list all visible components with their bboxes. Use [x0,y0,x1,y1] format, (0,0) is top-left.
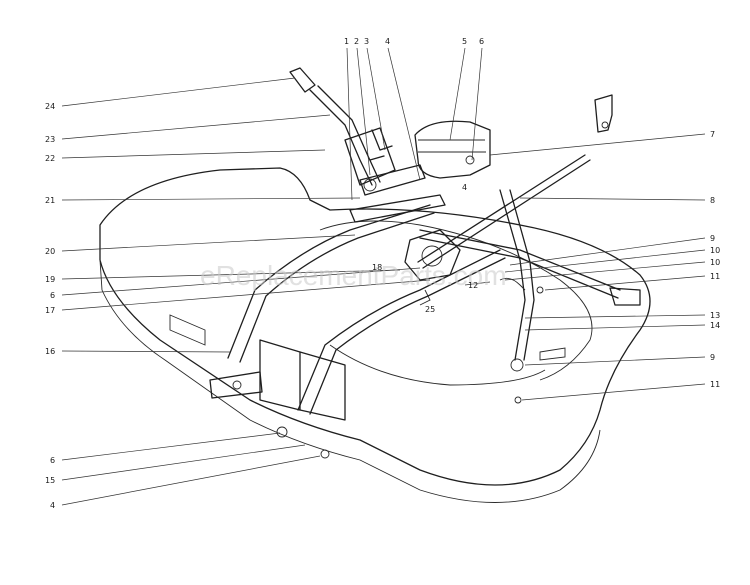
callout-9-bottom: 9 [710,353,715,362]
callout-11-bottom: 11 [710,380,720,389]
callout-16: 16 [45,347,55,356]
callout-10-a: 10 [710,246,720,255]
callout-9-top: 9 [710,234,715,243]
callout-10-b: 10 [710,258,720,267]
callout-7: 7 [710,130,715,139]
lift-links [227,194,506,415]
spindle-cover [414,120,491,179]
callout-17: 17 [45,306,55,315]
callout-13: 13 [710,311,720,320]
shaft-rod [417,154,591,269]
callout-1: 1 [344,37,349,46]
callout-3: 3 [364,37,369,46]
callout-11-top: 11 [710,272,720,281]
bracket-top-right [594,94,613,133]
callout-25: 25 [425,305,435,314]
callout-15: 15 [45,476,55,485]
callout-labels: 1 2 3 4 5 6 7 8 9 10 10 11 13 14 9 11 24… [45,37,720,510]
front-bracket [209,339,346,421]
callout-12: 12 [468,281,478,290]
callout-4-top: 4 [385,37,390,46]
callout-4-bottom: 4 [50,501,55,510]
callout-8: 8 [710,196,715,205]
callout-5: 5 [462,37,467,46]
callout-19: 19 [45,275,55,284]
crank-rod [419,189,641,372]
lift-handle [289,67,426,196]
callout-24: 24 [45,102,55,111]
callout-2: 2 [354,37,359,46]
callout-23: 23 [45,135,55,144]
leader-lines [61,47,706,506]
callout-21: 21 [45,196,55,205]
callout-4-mid: 4 [462,183,467,192]
callout-22: 22 [45,154,55,163]
watermark: eReplacementParts.com [200,260,507,291]
callout-18: 18 [372,263,382,272]
callout-6-top: 6 [479,37,484,46]
callout-20: 20 [45,247,55,256]
callout-6-mid: 6 [50,291,55,300]
callout-14: 14 [710,321,720,330]
callout-6-bottom: 6 [50,456,55,465]
